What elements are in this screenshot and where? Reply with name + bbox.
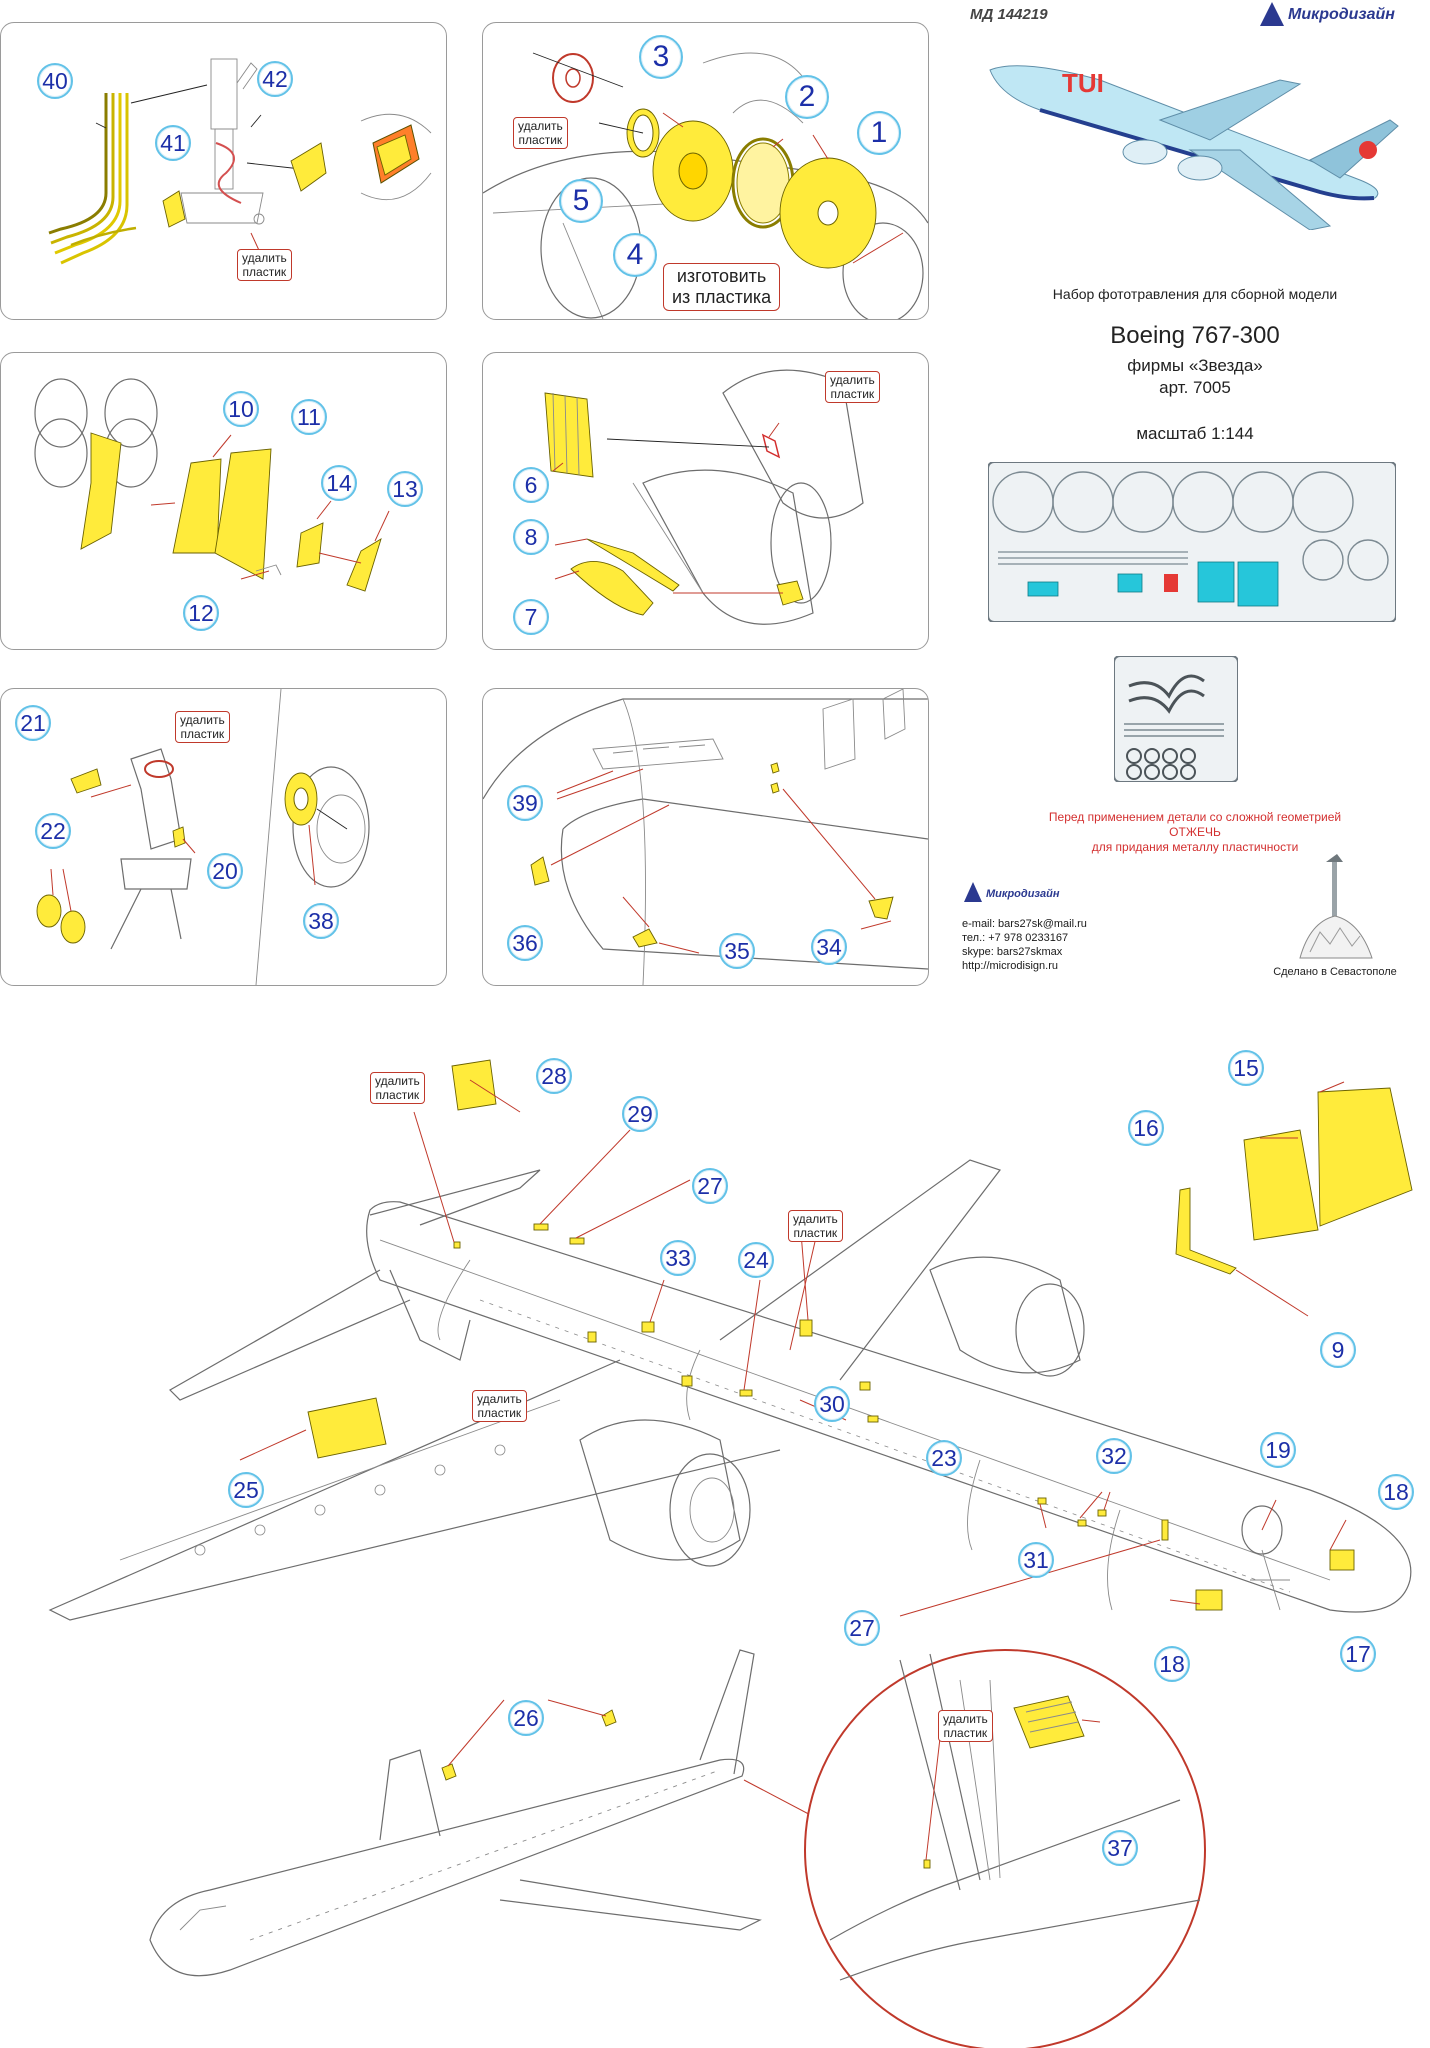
callout-27b: 27 [844,1610,880,1646]
contact-site: http://microdisign.ru [962,960,1058,972]
cockpit-drawing [483,689,928,985]
callout-22: 22 [35,813,71,849]
contact-email: e-mail: bars27sk@mail.ru [962,918,1087,930]
manufacturer: фирмы «Звезда» [1127,356,1263,375]
callout-26: 26 [508,1700,544,1736]
callout-1: 1 [857,111,901,155]
panel-gear-bogie: 10 11 14 13 12 [0,352,447,650]
callout-21: 21 [15,705,51,741]
callout-18a: 18 [1154,1646,1190,1682]
kit-subtitle: Набор фототравления для сборной модели [1052,286,1338,302]
callout-27a: 27 [692,1168,728,1204]
brand-name: Микродизайн [1288,6,1395,23]
callout-19: 19 [1260,1432,1296,1468]
warning-line1: Перед применением детали со сложной геом… [1048,810,1342,824]
callout-5: 5 [559,179,603,223]
callout-36: 36 [507,925,543,961]
rear-view-aircraft-drawing [149,1649,1206,2048]
callout-24: 24 [738,1242,774,1278]
callout-15: 15 [1228,1050,1264,1086]
callout-40: 40 [37,63,73,99]
brand-logo-icon [1260,2,1284,26]
callout-42: 42 [257,61,293,97]
main-gear-strut-drawing [48,58,432,265]
contact-logo-icon [964,882,982,902]
callout-33: 33 [660,1240,696,1276]
photo-etch-fret-small [1114,656,1238,782]
callout-9: 9 [1320,1332,1356,1368]
panel-cockpit: 39 36 35 34 [482,688,929,986]
callout-41: 41 [155,125,191,161]
contact-brand: Микродизайн [986,888,1060,900]
nose-gear-drawing [36,689,370,985]
callout-35: 35 [719,933,755,969]
tail-livery: TUI [1062,68,1104,98]
callout-14: 14 [321,465,357,501]
callout-23: 23 [926,1440,962,1476]
contact-phone: тел.: +7 978 0233167 [962,932,1069,944]
aircraft-photo: TUI [989,65,1399,230]
product-code: МД 144219 [970,6,1048,23]
callout-34: 34 [811,929,847,965]
scale-label: масштаб 1:144 [1136,424,1254,443]
nacelle-drawing [544,369,864,625]
gear-bogie-drawing [34,378,390,592]
callout-10: 10 [223,391,259,427]
callout-31: 31 [1018,1542,1054,1578]
header-block: МД 144219 Микродизайн TUI Набор фототрав… [960,0,1430,320]
callout-38: 38 [303,903,339,939]
callout-29: 29 [622,1096,658,1132]
callout-13: 13 [387,471,423,507]
callout-37: 37 [1102,1830,1138,1866]
callout-2: 2 [785,75,829,119]
callout-25: 25 [228,1472,264,1508]
callout-12: 12 [183,595,219,631]
callout-7: 7 [513,599,549,635]
sevastopol-monument-icon [1299,854,1373,959]
main-aircraft-drawing [48,1059,1413,1621]
engine-fan-drawing [483,52,928,319]
callout-30: 30 [814,1386,850,1422]
callout-39: 39 [507,785,543,821]
callout-17: 17 [1340,1636,1376,1672]
callout-20: 20 [207,853,243,889]
contact-skype: skype: bars27skmax [962,946,1063,958]
callout-18b: 18 [1378,1474,1414,1510]
callout-16: 16 [1128,1110,1164,1146]
warning-line3: для придания металлу пластичности [1091,840,1299,854]
warning-line2: ОТЖЕЧЬ [1169,825,1221,839]
article-number: арт. 7005 [1159,378,1231,397]
callout-28: 28 [536,1058,572,1094]
aircraft-title: Boeing 767-300 [1110,322,1280,349]
callout-32: 32 [1096,1438,1132,1474]
callout-11: 11 [291,399,327,435]
callout-4: 4 [613,233,657,277]
callout-6: 6 [513,467,549,503]
photo-etch-fret-image [988,462,1396,622]
made-in: Сделано в Севастополе [1273,966,1397,978]
callout-3: 3 [639,35,683,79]
callout-8: 8 [513,519,549,555]
